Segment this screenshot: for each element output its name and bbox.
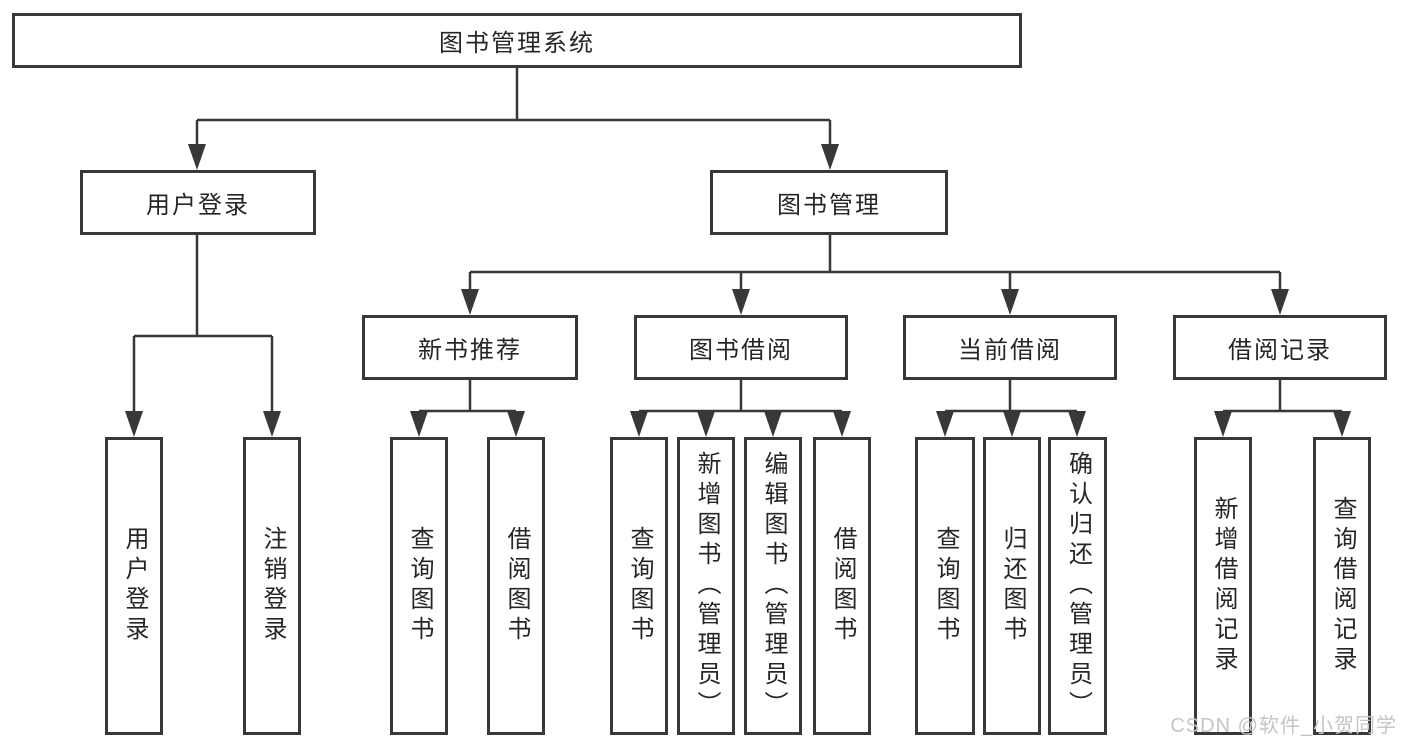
arrowheads bbox=[125, 144, 1351, 437]
node-current-borrow: 当前借阅 bbox=[903, 315, 1117, 380]
node-user-login-leaf: 用户登录 bbox=[105, 437, 163, 735]
arrowhead bbox=[125, 411, 143, 437]
arrowhead bbox=[821, 144, 839, 170]
arrowhead bbox=[188, 144, 206, 170]
arrowhead bbox=[764, 411, 782, 437]
node-records-query-record-label: 查询借阅记录 bbox=[1329, 496, 1356, 676]
node-current-confirm-return-admin: 确认归还（管理员） bbox=[1048, 437, 1107, 735]
node-user-login-module: 用户登录 bbox=[80, 170, 316, 235]
node-borrow-query-books-label: 查询图书 bbox=[626, 526, 653, 646]
node-records-add-record-label: 新增借阅记录 bbox=[1210, 496, 1237, 676]
connector-recommend-to-children bbox=[417, 380, 518, 418]
node-recommend-query-books: 查询图书 bbox=[390, 437, 448, 735]
node-logout-leaf-label: 注销登录 bbox=[259, 526, 286, 646]
node-borrow-records: 借阅记录 bbox=[1173, 315, 1387, 380]
arrowhead bbox=[263, 411, 281, 437]
node-borrow-add-books-admin-label: 新增图书（管理员） bbox=[693, 451, 720, 721]
arrowhead bbox=[732, 289, 750, 315]
arrowhead bbox=[1001, 289, 1019, 315]
connector-bookmgmt-to-level3 bbox=[468, 235, 1282, 298]
node-logout-leaf: 注销登录 bbox=[243, 437, 301, 735]
arrowhead bbox=[507, 411, 525, 437]
node-new-book-recommend: 新书推荐 bbox=[362, 315, 578, 380]
node-borrow-edit-books-admin-label: 编辑图书（管理员） bbox=[760, 451, 787, 721]
node-book-management: 图书管理 bbox=[710, 170, 948, 235]
node-user-login-module-label: 用户登录 bbox=[146, 192, 250, 219]
node-recommend-query-books-label: 查询图书 bbox=[406, 526, 433, 646]
arrowhead bbox=[1003, 411, 1021, 437]
connector-root-to-level2 bbox=[195, 68, 832, 150]
arrowhead bbox=[1068, 411, 1086, 437]
arrowhead bbox=[410, 411, 428, 437]
connector-login-to-children bbox=[132, 235, 274, 418]
node-book-borrow: 图书借阅 bbox=[634, 315, 848, 380]
node-borrow-records-label: 借阅记录 bbox=[1228, 337, 1332, 364]
arrowhead bbox=[461, 289, 479, 315]
node-current-query-books-label: 查询图书 bbox=[932, 526, 959, 646]
node-borrow-edit-books-admin: 编辑图书（管理员） bbox=[744, 437, 802, 735]
node-borrow-borrow-books: 借阅图书 bbox=[813, 437, 871, 735]
arrowhead bbox=[1271, 289, 1289, 315]
connector-lines bbox=[132, 68, 1344, 418]
arrowhead bbox=[936, 411, 954, 437]
node-current-return-books-label: 归还图书 bbox=[999, 526, 1026, 646]
node-records-add-record: 新增借阅记录 bbox=[1194, 437, 1252, 735]
node-current-confirm-return-admin-label: 确认归还（管理员） bbox=[1064, 451, 1092, 721]
arrowhead bbox=[697, 411, 715, 437]
node-recommend-borrow-books: 借阅图书 bbox=[487, 437, 545, 735]
connector-records-to-children bbox=[1221, 380, 1344, 418]
node-new-book-recommend-label: 新书推荐 bbox=[418, 337, 522, 364]
node-records-query-record: 查询借阅记录 bbox=[1313, 437, 1371, 735]
node-borrow-add-books-admin: 新增图书（管理员） bbox=[677, 437, 735, 735]
connector-borrow-to-children bbox=[637, 380, 844, 418]
arrowhead bbox=[1214, 411, 1232, 437]
arrowhead bbox=[1333, 411, 1351, 437]
node-borrow-borrow-books-label: 借阅图书 bbox=[829, 526, 856, 646]
node-book-management-label: 图书管理 bbox=[777, 192, 881, 219]
csdn-watermark: CSDN @软件_小贺同学 bbox=[1170, 715, 1397, 737]
node-current-query-books: 查询图书 bbox=[915, 437, 975, 735]
node-current-return-books: 归还图书 bbox=[983, 437, 1041, 735]
node-current-borrow-label: 当前借阅 bbox=[958, 337, 1062, 364]
node-borrow-query-books: 查询图书 bbox=[610, 437, 668, 735]
node-root: 图书管理系统 bbox=[12, 13, 1022, 68]
arrowhead bbox=[833, 411, 851, 437]
arrowhead bbox=[630, 411, 648, 437]
node-user-login-leaf-label: 用户登录 bbox=[121, 526, 148, 646]
node-recommend-borrow-books-label: 借阅图书 bbox=[503, 526, 530, 646]
node-book-borrow-label: 图书借阅 bbox=[689, 337, 793, 364]
node-root-label: 图书管理系统 bbox=[439, 30, 595, 57]
